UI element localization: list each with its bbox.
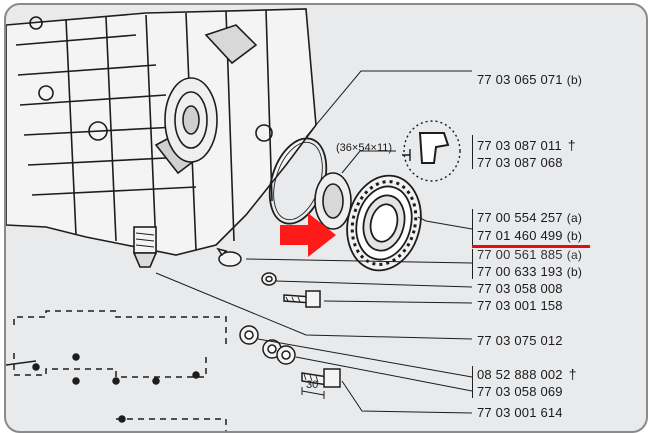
gearbox-housing xyxy=(6,8,317,256)
part-number-label: 77 03 087 011 † xyxy=(477,137,576,153)
superseded-mark: † xyxy=(568,366,577,382)
part-number-label: 77 03 075 012 xyxy=(477,333,563,348)
part-suffix: (a) xyxy=(566,248,583,262)
part-number: 77 00 633 193 xyxy=(477,264,563,279)
part-number: 77 01 460 499 xyxy=(477,228,563,243)
part-suffix: (a) xyxy=(566,211,583,225)
bracket-bearing-group-2 xyxy=(472,249,473,279)
diagram-frame: (36×54×11) 30 77 03 065 071(b) 77 03 087… xyxy=(4,3,648,433)
part-number-label: 77 03 058 069 xyxy=(477,384,563,399)
leader-lines xyxy=(155,70,473,414)
washer-and-bolt-upper xyxy=(261,272,321,308)
part-number-label: 77 00 561 885(a) xyxy=(477,247,582,262)
part-suffix: (b) xyxy=(566,73,583,87)
part-number-label: 77 00 554 257(a) xyxy=(477,210,582,225)
part-number: 77 03 058 008 xyxy=(477,281,563,296)
bracket-lower-group xyxy=(472,366,473,398)
bracket-bearing-group xyxy=(472,209,473,245)
part-number-label: 08 52 888 002 † xyxy=(477,366,577,382)
part-number: 77 00 554 257 xyxy=(477,210,563,225)
part-number: 08 52 888 002 xyxy=(477,367,563,382)
seal-dimension-label: (36×54×11) xyxy=(336,142,393,154)
part-number-label-highlighted: 77 01 460 499(b) xyxy=(477,228,582,243)
part-number: 77 03 001 158 xyxy=(477,298,563,313)
part-number-label: 77 00 633 193(b) xyxy=(477,264,582,279)
highlight-arrow xyxy=(280,213,336,257)
part-suffix: (b) xyxy=(566,229,583,243)
bracket-seal-group xyxy=(472,135,473,169)
part-number: 77 03 087 068 xyxy=(477,155,563,170)
part-number: 77 03 001 614 xyxy=(477,405,563,420)
part-number: 77 03 065 071 xyxy=(477,72,563,87)
part-number: 77 00 561 885 xyxy=(477,247,563,262)
gasket-outline xyxy=(6,310,227,431)
bolt-length-label: 30 xyxy=(306,379,319,391)
highlight-underline xyxy=(472,245,590,248)
superseded-mark: † xyxy=(567,137,576,153)
exploded-view-drawing xyxy=(6,8,590,431)
part-suffix: (b) xyxy=(566,265,583,279)
part-number-label: 77 03 087 068 xyxy=(477,155,563,170)
housing-bearing xyxy=(164,77,218,163)
washer-and-bolt-lower xyxy=(239,325,341,399)
oil-seal xyxy=(314,172,352,230)
part-number-label: 77 03 001 158 xyxy=(477,298,563,313)
part-number: 77 03 087 011 xyxy=(477,138,562,153)
drain-plug xyxy=(132,226,158,268)
lock-tab xyxy=(216,247,242,267)
seal-section-detail xyxy=(402,120,461,182)
part-number-label: 77 03 001 614 xyxy=(477,405,563,420)
part-number: 77 03 058 069 xyxy=(477,384,563,399)
part-number-label: 77 03 065 071(b) xyxy=(477,72,582,87)
main-bearing xyxy=(346,174,422,272)
part-number: 77 03 075 012 xyxy=(477,333,563,348)
part-number-label: 77 03 058 008 xyxy=(477,281,563,296)
